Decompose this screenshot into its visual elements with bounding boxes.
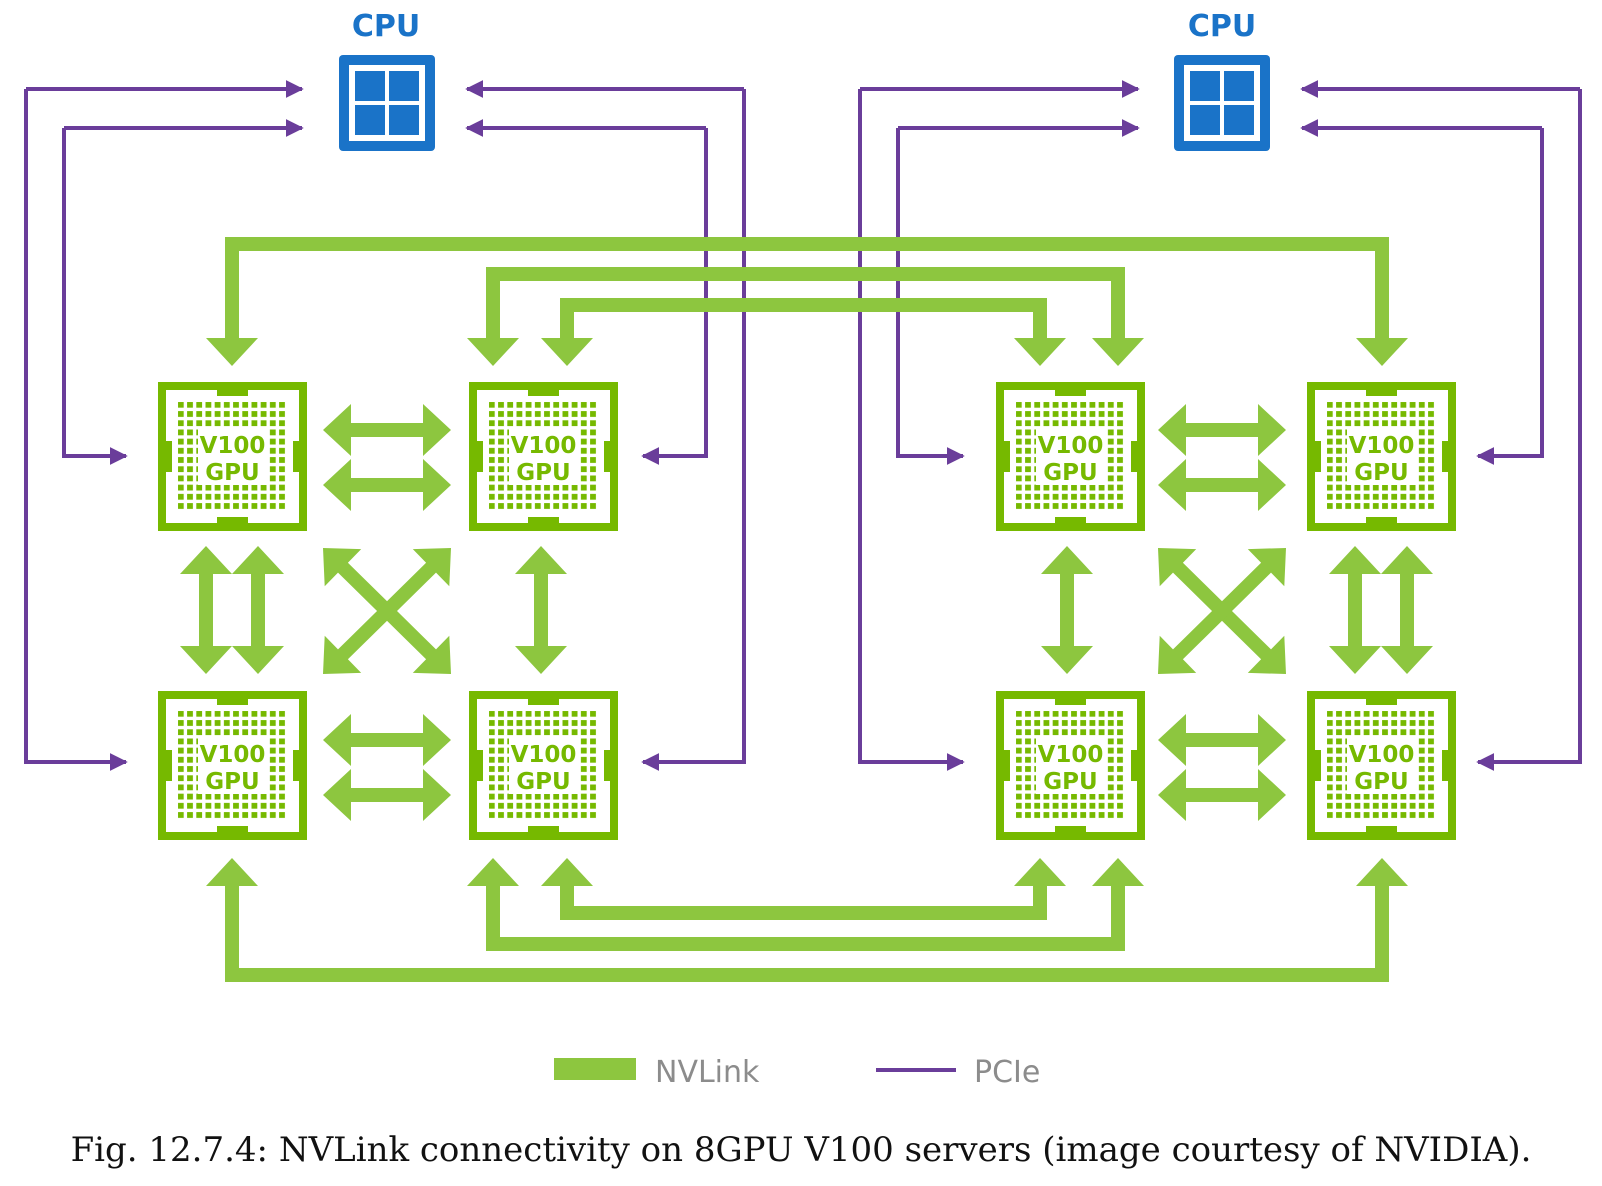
gpu-label-model: V100 [511,742,577,768]
pcie-link [641,89,746,771]
nvlink-link [323,769,451,821]
gpu-label-type: GPU [516,460,570,486]
cpu-label: CPU [1188,9,1256,44]
nvlink-link [1158,404,1286,456]
nvlink-link [1158,714,1286,766]
nvlink-link [323,714,451,766]
cpu-left: CPU [339,9,435,151]
gpu-label-type: GPU [1043,769,1097,795]
nvlink-link [467,267,1144,366]
nvlink-link [323,459,451,511]
pcie-link [24,89,128,771]
cpu-label: CPU [352,9,420,44]
nvlink-link [1381,546,1433,674]
gpu-label-model: V100 [200,433,266,459]
nvlink-link [323,548,451,674]
nvlink-link [206,858,1408,982]
gpus: V100GPUV100GPUV100GPUV100GPUV100GPUV100G… [158,382,1456,840]
nvlink-link [467,858,1144,951]
nvlink-link [1158,548,1286,674]
nvlink-legend-swatch [554,1058,636,1080]
gpu-label-model: V100 [200,742,266,768]
cpu-chip-icon [339,55,435,151]
nvlink-link [323,404,451,456]
gpu-label-model: V100 [1038,742,1104,768]
pcie-link [641,128,708,465]
nvlink-link [206,237,1408,366]
gpu-label-model: V100 [511,433,577,459]
nvlink-legend-label: NVLink [655,1055,760,1090]
pcie-link [1476,128,1544,465]
nvlink-links [180,237,1433,982]
gpu-label-type: GPU [1354,769,1408,795]
pcie-legend-label: PCIe [974,1055,1040,1090]
nvlink-link [1041,546,1093,674]
nvlink-link [1158,459,1286,511]
gpu-label-type: GPU [1043,460,1097,486]
gpu-label-type: GPU [1354,460,1408,486]
gpu-label-model: V100 [1038,433,1104,459]
pcie-link [62,128,128,465]
nvlink-link [1329,546,1381,674]
figure-caption: Fig. 12.7.4: NVLink connectivity on 8GPU… [70,1130,1532,1170]
nvlink-link [541,298,1066,366]
nvlink-link [232,546,284,674]
gpu-label-type: GPU [205,769,259,795]
gpu-label-model: V100 [1349,742,1415,768]
gpu-label-model: V100 [1349,433,1415,459]
cpu-chip-icon [1174,55,1270,151]
gpu-label-type: GPU [516,769,570,795]
pcie-link [858,89,965,771]
legend: NVLink PCIe [554,1055,1040,1090]
nvlink-link [541,858,1066,920]
nvlink-link [180,546,232,674]
gpu-label-type: GPU [205,460,259,486]
pcie-link [1476,89,1582,771]
cpu-right: CPU [1174,9,1270,151]
pcie-link [896,128,965,465]
nvlink-link [515,546,567,674]
nvlink-link [1158,769,1286,821]
